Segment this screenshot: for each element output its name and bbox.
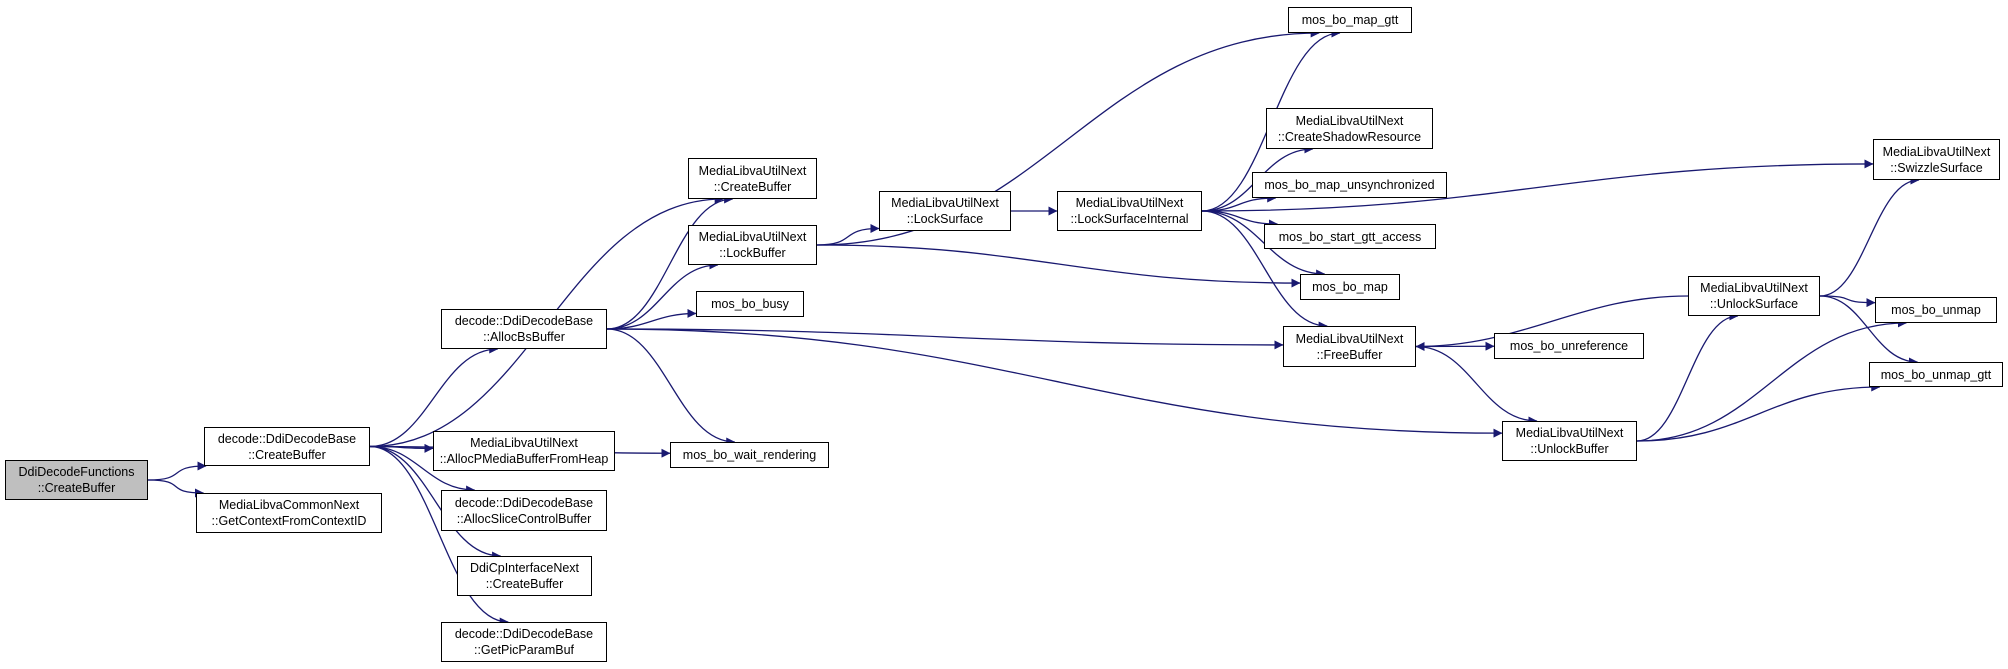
edge-decode-ddidecodebase-createbuffer-to-ddicpinterfacenext-createbuffer <box>369 445 502 561</box>
node-decode-ddidecodebase-allocslicecontrolbuffer[interactable]: decode::DdiDecodeBase ::AllocSliceContro… <box>441 490 607 531</box>
node-mos-bo-map-line1: mos_bo_map <box>1312 280 1388 294</box>
edge-decode-ddidecodebase-allocbsbuffer-to-medialibvautilnext-freebuffer <box>606 328 1284 350</box>
node-medialibvautilnext-unlocksurface[interactable]: MediaLibvaUtilNext ::UnlockSurface <box>1688 276 1820 316</box>
node-medialibvautilnext-unlocksurface-line2: ::UnlockSurface <box>1709 297 1799 311</box>
node-decode-ddidecodebase-allocslicecontrolbuffer-line2: ::AllocSliceControlBuffer <box>456 511 592 526</box>
node-medialibvautilnext-createbuffer-line2: ::CreateBuffer <box>713 179 792 194</box>
node-medialibvautilnext-locksurfaceinternal-line2: ::LockSurfaceInternal <box>1070 212 1189 226</box>
node-medialibvautilnext-unlockbuffer-line2: ::UnlockBuffer <box>1530 442 1609 456</box>
edge-decode-ddidecodebase-allocbsbuffer-to-medialibvautilnext-unlockbuffer <box>606 328 1503 438</box>
node-mos-bo-busy-line1: mos_bo_busy <box>711 297 789 311</box>
node-medialibvautilnext-unlocksurface-line1: MediaLibvaUtilNext <box>1700 281 1808 295</box>
node-medialibvautilnext-lockbuffer-line1: MediaLibvaUtilNext <box>698 230 807 244</box>
node-decode-ddidecodebase-allocslicecontrolbuffer-line1: decode::DdiDecodeBase <box>454 495 594 510</box>
node-decode-ddidecodebase-allocbsbuffer[interactable]: decode::DdiDecodeBase ::AllocBsBuffer <box>441 309 607 349</box>
node-medialibvautilnext-locksurface-line2: ::LockSurface <box>906 212 984 226</box>
edge-decode-ddidecodebase-createbuffer-to-decode-ddidecodebase-getpicparambuf <box>369 445 509 627</box>
node-decode-ddidecodebase-createbuffer-line1: decode::DdiDecodeBase <box>217 431 357 446</box>
node-medialibvacommonnext-getcontextfromcontextid-line1: MediaLibvaCommonNext <box>218 498 360 512</box>
edge-medialibvautilnext-locksurfaceinternal-to-mos-bo-map-unsynchronized <box>1201 193 1277 212</box>
edge-medialibvautilnext-lockbuffer-to-mos-bo-map-gtt <box>816 28 1320 246</box>
edge-ddidecodefunctions-createbuffer-to-medialibvacommonnext-getcontextfromcontextid <box>147 479 204 498</box>
node-mos-bo-map-unsynchronized-line1: mos_bo_map_unsynchronized <box>1264 178 1435 192</box>
node-mos-bo-map-gtt-line1: mos_bo_map_gtt <box>1301 13 1399 27</box>
node-mos-bo-unreference-line1: mos_bo_unreference <box>1509 339 1629 353</box>
node-ddicpinterfacenext-createbuffer-line2: ::CreateBuffer <box>485 577 564 591</box>
node-mos-bo-unmap-gtt-line1: mos_bo_unmap_gtt <box>1880 367 1992 382</box>
node-medialibvautilnext-createbuffer-line1: MediaLibvaUtilNext <box>698 163 807 178</box>
node-medialibvautilnext-locksurface[interactable]: MediaLibvaUtilNext ::LockSurface <box>879 191 1011 231</box>
edge-decode-ddidecodebase-createbuffer-to-decode-ddidecodebase-allocbsbuffer <box>369 344 499 448</box>
edge-medialibvautilnext-locksurfaceinternal-to-medialibvautilnext-swizzlesurface <box>1201 159 1874 212</box>
node-mos-bo-map-gtt[interactable]: mos_bo_map_gtt <box>1288 7 1412 33</box>
edge-medialibvautilnext-unlocksurface-to-medialibvautilnext-swizzlesurface <box>1819 175 1920 297</box>
node-medialibvautilnext-allocpmediabufferfromheap-line2: ::AllocPMediaBufferFromHeap <box>439 452 609 466</box>
node-mos-bo-unmap-line1: mos_bo_unmap <box>1891 303 1981 317</box>
node-medialibvautilnext-unlockbuffer[interactable]: MediaLibvaUtilNext ::UnlockBuffer <box>1502 421 1637 461</box>
node-medialibvautilnext-locksurfaceinternal-line1: MediaLibvaUtilNext <box>1075 196 1184 210</box>
node-medialibvautilnext-freebuffer-line1: MediaLibvaUtilNext <box>1295 331 1404 346</box>
node-medialibvautilnext-locksurface-line1: MediaLibvaUtilNext <box>891 196 999 210</box>
node-medialibvautilnext-locksurfaceinternal[interactable]: MediaLibvaUtilNext ::LockSurfaceInternal <box>1057 191 1202 231</box>
node-medialibvautilnext-freebuffer-line2: ::FreeBuffer <box>1316 347 1383 362</box>
node-medialibvautilnext-createbuffer[interactable]: MediaLibvaUtilNext ::CreateBuffer <box>688 158 817 199</box>
node-medialibvautilnext-lockbuffer[interactable]: MediaLibvaUtilNext ::LockBuffer <box>688 225 817 265</box>
edge-decode-ddidecodebase-createbuffer-to-decode-ddidecodebase-allocslicecontrolbuffer <box>369 445 476 495</box>
node-mos-bo-wait-rendering-line1: mos_bo_wait_rendering <box>682 448 817 462</box>
edge-medialibvautilnext-lockbuffer-to-medialibvautilnext-locksurface <box>816 224 880 246</box>
node-ddicpinterfacenext-createbuffer[interactable]: DdiCpInterfaceNext ::CreateBuffer <box>457 556 592 596</box>
edge-medialibvautilnext-lockbuffer-to-mos-bo-map <box>816 244 1301 288</box>
node-ddidecodefunctions-createbuffer-line2: ::CreateBuffer <box>37 481 116 495</box>
node-decode-ddidecodebase-getpicparambuf-line2: ::GetPicParamBuf <box>473 643 575 657</box>
node-medialibvautilnext-createshadowresource[interactable]: MediaLibvaUtilNext ::CreateShadowResourc… <box>1266 108 1433 149</box>
edge-medialibvautilnext-freebuffer-to-medialibvautilnext-unlockbuffer <box>1415 345 1538 426</box>
edge-ddidecodefunctions-createbuffer-to-decode-ddidecodebase-createbuffer <box>147 461 207 481</box>
node-decode-ddidecodebase-allocbsbuffer-line1: decode::DdiDecodeBase <box>454 314 594 328</box>
node-mos-bo-start-gtt-access-line1: mos_bo_start_gtt_access <box>1278 229 1422 244</box>
node-medialibvautilnext-swizzlesurface-line1: MediaLibvaUtilNext <box>1882 144 1991 159</box>
edge-medialibvautilnext-locksurfaceinternal-to-mos-bo-map <box>1201 210 1326 279</box>
node-medialibvautilnext-swizzlesurface[interactable]: MediaLibvaUtilNext ::SwizzleSurface <box>1873 139 2000 180</box>
node-medialibvautilnext-freebuffer[interactable]: MediaLibvaUtilNext ::FreeBuffer <box>1283 326 1416 367</box>
node-medialibvautilnext-lockbuffer-line2: ::LockBuffer <box>719 246 786 260</box>
edge-medialibvautilnext-unlocksurface-to-medialibvautilnext-freebuffer <box>1415 295 1689 351</box>
node-decode-ddidecodebase-allocbsbuffer-line2: ::AllocBsBuffer <box>483 330 565 344</box>
node-mos-bo-map-unsynchronized[interactable]: mos_bo_map_unsynchronized <box>1252 172 1447 198</box>
node-medialibvautilnext-allocpmediabufferfromheap[interactable]: MediaLibvaUtilNext ::AllocPMediaBufferFr… <box>433 431 615 471</box>
node-medialibvautilnext-unlockbuffer-line1: MediaLibvaUtilNext <box>1515 426 1624 440</box>
edge-medialibvautilnext-unlocksurface-to-mos-bo-unmap-gtt <box>1819 295 1918 367</box>
node-mos-bo-unmap-gtt[interactable]: mos_bo_unmap_gtt <box>1869 362 2003 387</box>
edge-medialibvautilnext-unlockbuffer-to-medialibvautilnext-unlocksurface <box>1636 311 1739 442</box>
node-medialibvautilnext-createshadowresource-line1: MediaLibvaUtilNext <box>1295 113 1404 128</box>
node-ddicpinterfacenext-createbuffer-line1: DdiCpInterfaceNext <box>469 561 580 575</box>
edge-decode-ddidecodebase-allocbsbuffer-to-medialibvautilnext-createbuffer <box>606 194 734 330</box>
node-medialibvautilnext-createshadowresource-line2: ::CreateShadowResource <box>1277 129 1422 144</box>
node-mos-bo-unmap[interactable]: mos_bo_unmap <box>1875 297 1997 323</box>
node-medialibvacommonnext-getcontextfromcontextid[interactable]: MediaLibvaCommonNext ::GetContextFromCon… <box>196 493 382 533</box>
edge-medialibvautilnext-locksurfaceinternal-to-medialibvautilnext-freebuffer <box>1201 210 1328 331</box>
node-decode-ddidecodebase-createbuffer-line2: ::CreateBuffer <box>248 447 326 462</box>
node-medialibvautilnext-allocpmediabufferfromheap-line1: MediaLibvaUtilNext <box>470 436 578 450</box>
node-mos-bo-unreference[interactable]: mos_bo_unreference <box>1494 333 1644 359</box>
edge-medialibvautilnext-unlockbuffer-to-mos-bo-unmap-gtt <box>1636 382 1881 442</box>
node-mos-bo-busy[interactable]: mos_bo_busy <box>696 291 804 317</box>
edge-medialibvautilnext-unlockbuffer-to-mos-bo-unmap <box>1636 318 1907 442</box>
node-mos-bo-wait-rendering[interactable]: mos_bo_wait_rendering <box>670 442 829 468</box>
node-ddidecodefunctions-createbuffer: DdiDecodeFunctions ::CreateBuffer <box>5 460 148 500</box>
edge-decode-ddidecodebase-allocbsbuffer-to-mos-bo-wait-rendering <box>606 328 736 447</box>
node-medialibvacommonnext-getcontextfromcontextid-line2: ::GetContextFromContextID <box>211 514 367 528</box>
node-decode-ddidecodebase-getpicparambuf-line1: decode::DdiDecodeBase <box>454 627 594 641</box>
edge-medialibvautilnext-unlocksurface-to-mos-bo-unmap <box>1819 295 1876 308</box>
node-mos-bo-map[interactable]: mos_bo_map <box>1300 274 1400 300</box>
edge-decode-ddidecodebase-allocbsbuffer-to-medialibvautilnext-lockbuffer <box>606 260 719 330</box>
node-decode-ddidecodebase-getpicparambuf[interactable]: decode::DdiDecodeBase ::GetPicParamBuf <box>441 622 607 662</box>
node-decode-ddidecodebase-createbuffer[interactable]: decode::DdiDecodeBase ::CreateBuffer <box>204 427 370 466</box>
node-ddidecodefunctions-createbuffer-line1: DdiDecodeFunctions <box>18 465 135 479</box>
node-medialibvautilnext-swizzlesurface-line2: ::SwizzleSurface <box>1890 160 1983 175</box>
node-mos-bo-start-gtt-access[interactable]: mos_bo_start_gtt_access <box>1264 224 1436 249</box>
